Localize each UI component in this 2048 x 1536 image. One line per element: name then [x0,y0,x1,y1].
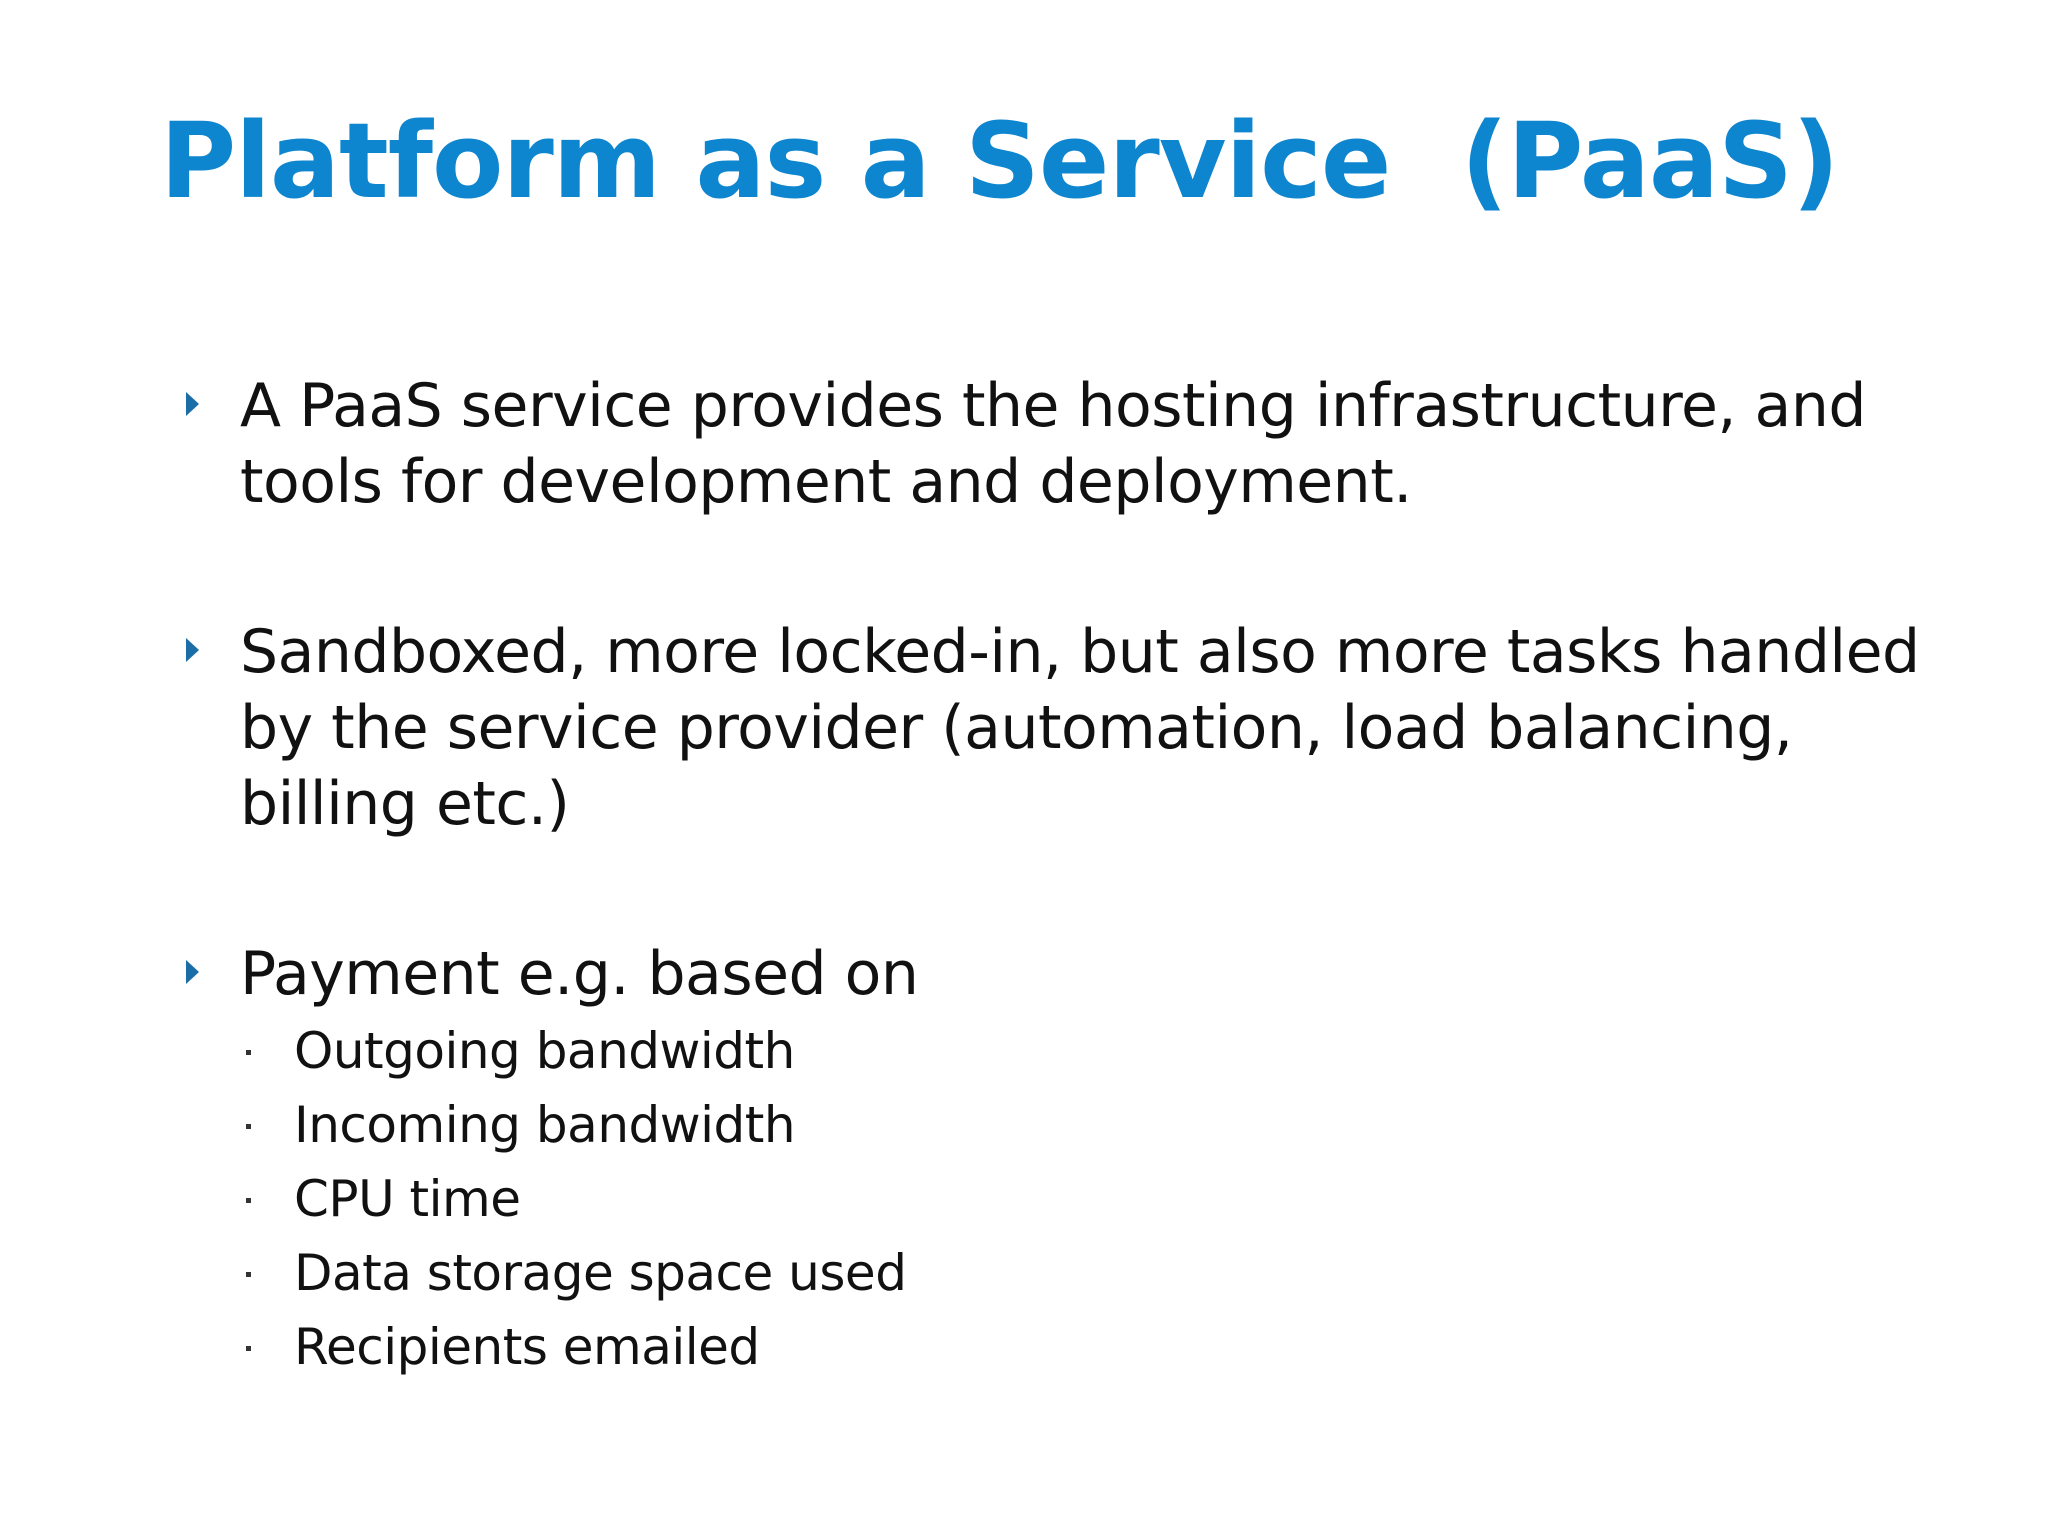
small-square-dot-icon [246,1124,251,1129]
small-square-dot-icon [246,1346,251,1351]
triangle-right-icon [186,960,199,984]
triangle-right-icon [186,638,199,662]
small-square-dot-icon [246,1050,251,1055]
sub-bullet-text: Incoming bandwidth [294,1096,796,1154]
bullet-item: Payment e.g. based on Outgoing bandwidth… [180,936,1920,1384]
bullet-item: Sandboxed, more locked-in, but also more… [180,614,1920,842]
small-square-dot-icon [246,1198,251,1203]
sub-bullet-text: Data storage space used [294,1244,907,1302]
bullet-item: A PaaS service provides the hosting infr… [180,368,1920,520]
bullet-text: Sandboxed, more locked-in, but also more… [240,617,1920,839]
sub-bullet-item: CPU time [240,1162,1920,1236]
sub-bullet-item: Data storage space used [240,1236,1920,1310]
bullet-text: A PaaS service provides the hosting infr… [240,371,1866,517]
slide-title: Platform as a Service (PaaS) [160,100,1840,222]
sub-bullet-text: Outgoing bandwidth [294,1022,795,1080]
sub-bullet-text: Recipients emailed [294,1318,760,1376]
sub-bullet-item: Incoming bandwidth [240,1088,1920,1162]
bullet-text: Payment e.g. based on [240,939,919,1009]
sub-bullet-text: CPU time [294,1170,521,1228]
bullet-list: A PaaS service provides the hosting infr… [180,368,1920,1384]
payment-basis-list: Outgoing bandwidth Incoming bandwidth CP… [240,1014,1920,1384]
triangle-right-icon [186,392,199,416]
small-square-dot-icon [246,1272,251,1277]
sub-bullet-item: Recipients emailed [240,1310,1920,1384]
sub-bullet-item: Outgoing bandwidth [240,1014,1920,1088]
